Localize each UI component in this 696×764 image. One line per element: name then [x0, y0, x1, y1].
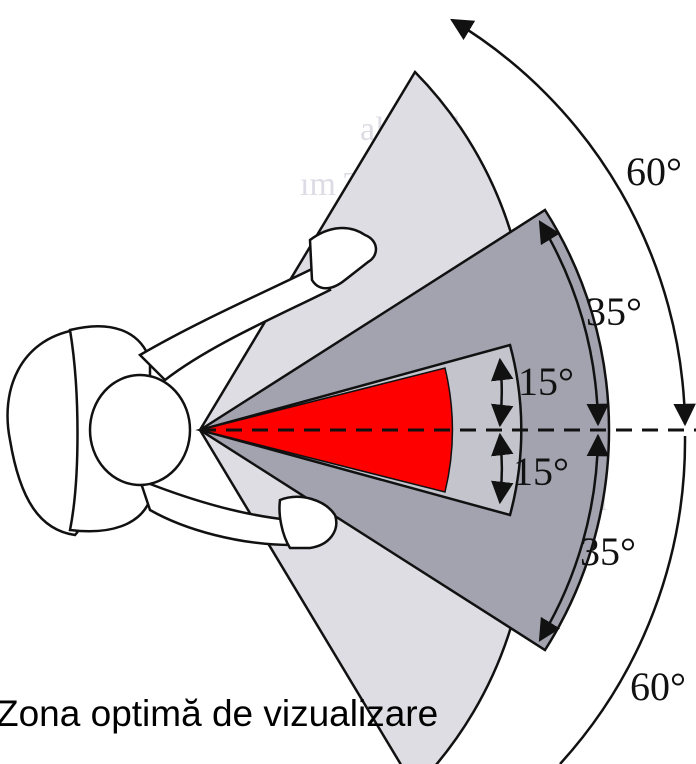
- label-lower-35: 35°: [580, 529, 636, 574]
- angle-arcs: [450, 18, 696, 764]
- optimal-zone-sector: [199, 367, 454, 493]
- arc-lower-35: [538, 433, 610, 642]
- head: [88, 373, 192, 487]
- arc-lower-15: [491, 432, 514, 505]
- arc-upper-60: [450, 18, 696, 427]
- person-figure: [6, 226, 378, 550]
- label-lower-15: 15°: [513, 449, 569, 494]
- label-lower-60: 60°: [630, 664, 686, 709]
- upper-hand: [308, 226, 378, 290]
- label-upper-15: 15°: [518, 359, 574, 404]
- arc-lower-60: [559, 435, 687, 764]
- lower-hand: [278, 495, 338, 550]
- label-upper-35: 35°: [586, 289, 642, 334]
- label-upper-60: 60°: [626, 149, 682, 194]
- diagram-caption: Zona optimă de vizualizare: [0, 693, 439, 734]
